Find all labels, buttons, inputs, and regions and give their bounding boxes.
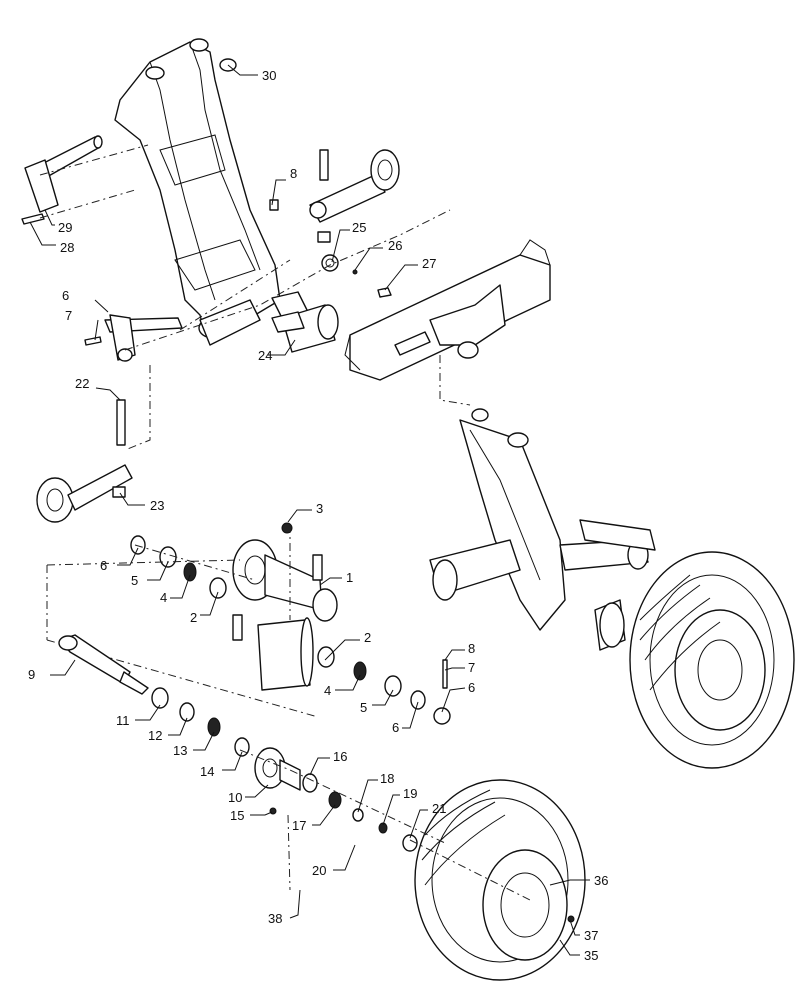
callout-22: 18 [380,771,394,786]
callout-8: 7 [468,660,475,675]
callout-labels: 30 8 29 28 25 26 27 6 7 24 22 23 3 1 6 5… [28,68,608,963]
callout-28: 24 [258,348,272,363]
callout-3: 3 [316,501,323,516]
upper-lever-pin [21,135,103,225]
callout-37: 37 [584,928,598,943]
callout-16: 12 [148,728,162,743]
callout-7: 6 [468,680,475,695]
callout-30: 26 [388,238,402,253]
callout-20: 16 [333,749,347,764]
wheel-spindle [58,634,149,695]
toolbar-frame [344,239,551,381]
center-hub [232,522,338,691]
callout-32: 28 [60,240,74,255]
lower-spindle [36,399,133,523]
callout-34: 30 [262,68,276,83]
lower-bearing-stack [151,687,250,757]
assembly-centerlines [39,144,531,901]
callout-6a: 6 [100,558,107,573]
callout-leaders [29,64,590,956]
callout-27: 23 [150,498,164,513]
callout-4b: 4 [324,683,331,698]
rear-tire [629,551,795,769]
callout-2b: 2 [364,630,371,645]
front-tire [414,779,586,981]
callout-24: 20 [312,863,326,878]
bearing-stack-right [317,646,451,725]
callout-17: 13 [173,743,187,758]
callout-10: 6 [62,288,69,303]
callout-9: 8 [468,641,475,656]
callout-5b: 5 [360,700,367,715]
callout-36: 36 [594,873,608,888]
wheel-hub [254,747,301,815]
callout-33: 29 [58,220,72,235]
callout-12: 8 [290,166,297,181]
callout-29: 25 [352,220,366,235]
callout-21: 17 [292,818,306,833]
upper-spindle [269,149,400,243]
lower-lever-pin [84,314,183,362]
cylinder-mount [271,291,339,353]
callout-5a: 5 [131,573,138,588]
callout-15: 11 [116,713,130,728]
callout-19: 15 [230,808,244,823]
callout-25: 21 [432,801,446,816]
rear-wheel-linkage [429,408,656,651]
callout-35: 35 [584,948,598,963]
callout-18: 14 [200,764,214,779]
callout-23: 19 [403,786,417,801]
outer-bearing-stack [302,773,418,852]
callout-13: 9 [28,667,35,682]
callout-14: 10 [228,790,242,805]
callout-38: 38 [268,911,282,926]
pivot-arm-frame [114,38,281,346]
callout-1: 1 [346,570,353,585]
callout-6b: 6 [392,720,399,735]
callout-11: 7 [65,308,72,323]
callout-4a: 4 [160,590,167,605]
callout-2a: 2 [190,610,197,625]
callout-26: 22 [75,376,89,391]
callout-31: 27 [422,256,436,271]
